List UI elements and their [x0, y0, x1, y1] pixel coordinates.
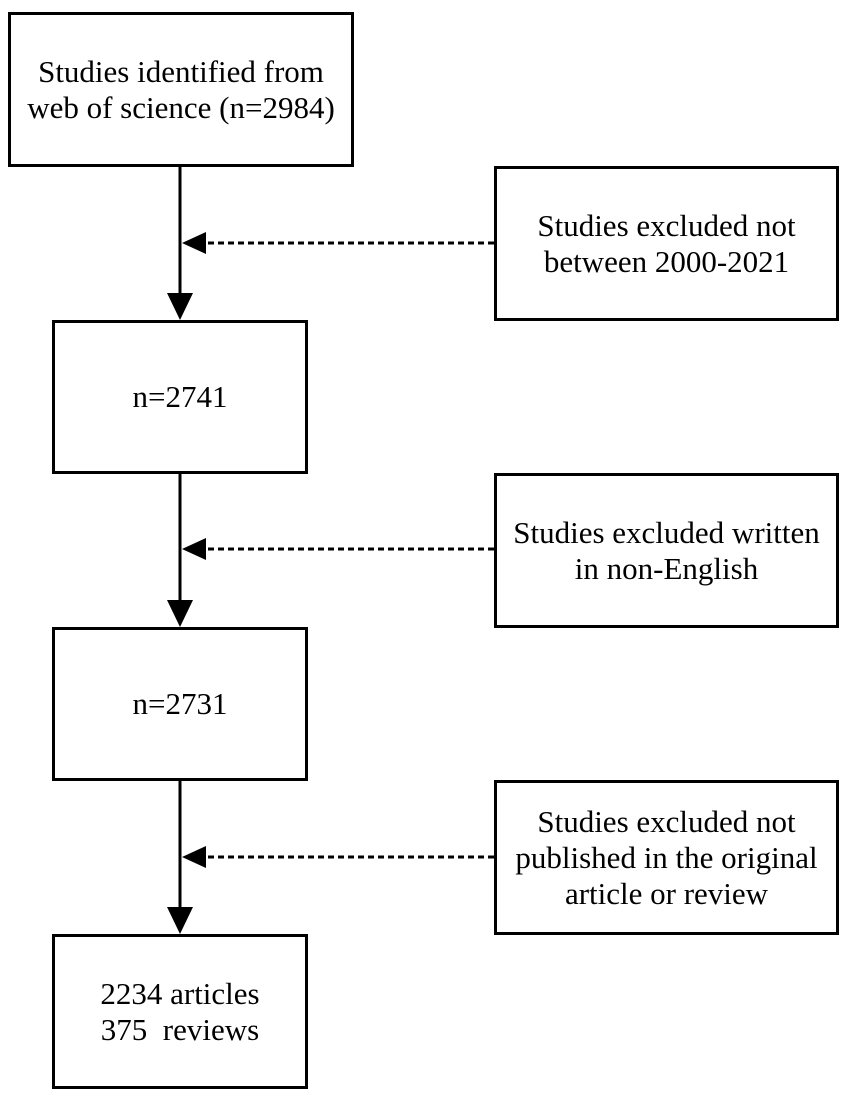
exclusion-box-1: Studies excluded not between 2000-2021 [494, 166, 839, 321]
step-box-1: n=2741 [52, 320, 308, 474]
step-box-2-label: n=2731 [132, 686, 228, 721]
exclusion-box-3: Studies excluded not published in the or… [494, 780, 839, 935]
start-box-line-1: Studies identified from [38, 53, 324, 89]
exclusion-box-3-line-3: article or review [564, 875, 769, 911]
exclusion-box-1-line-1: Studies excluded not [537, 207, 796, 243]
exclusion-box-2-line-2: in non-English [574, 550, 759, 586]
main-arrow-3 [167, 781, 193, 934]
start-box-line-2: web of science (n=2984) [27, 89, 335, 125]
exclusion-box-3-line-1: Studies excluded not [537, 803, 796, 839]
final-box: 2234 articles 375 reviews [52, 934, 308, 1089]
exclusion-box-3-line-2: published in the original [515, 839, 818, 875]
exclusion-box-1-line-2: between 2000-2021 [543, 243, 790, 279]
exclusion-box-2-line-1: Studies excluded written [513, 514, 820, 550]
start-box: Studies identified from web of science (… [8, 12, 354, 167]
step-box-2: n=2731 [52, 627, 308, 781]
final-box-line-2: 375 reviews [100, 1011, 260, 1047]
step-box-1-label: n=2741 [132, 379, 228, 414]
exclusion-box-2: Studies excluded written in non-English [494, 473, 839, 628]
exclusion-arrow-2 [182, 538, 494, 560]
final-box-line-1: 2234 articles [100, 975, 260, 1011]
main-arrow-2 [167, 474, 193, 627]
exclusion-arrow-1 [182, 232, 494, 254]
exclusion-arrow-3 [182, 846, 494, 868]
main-arrow-1 [167, 167, 193, 320]
